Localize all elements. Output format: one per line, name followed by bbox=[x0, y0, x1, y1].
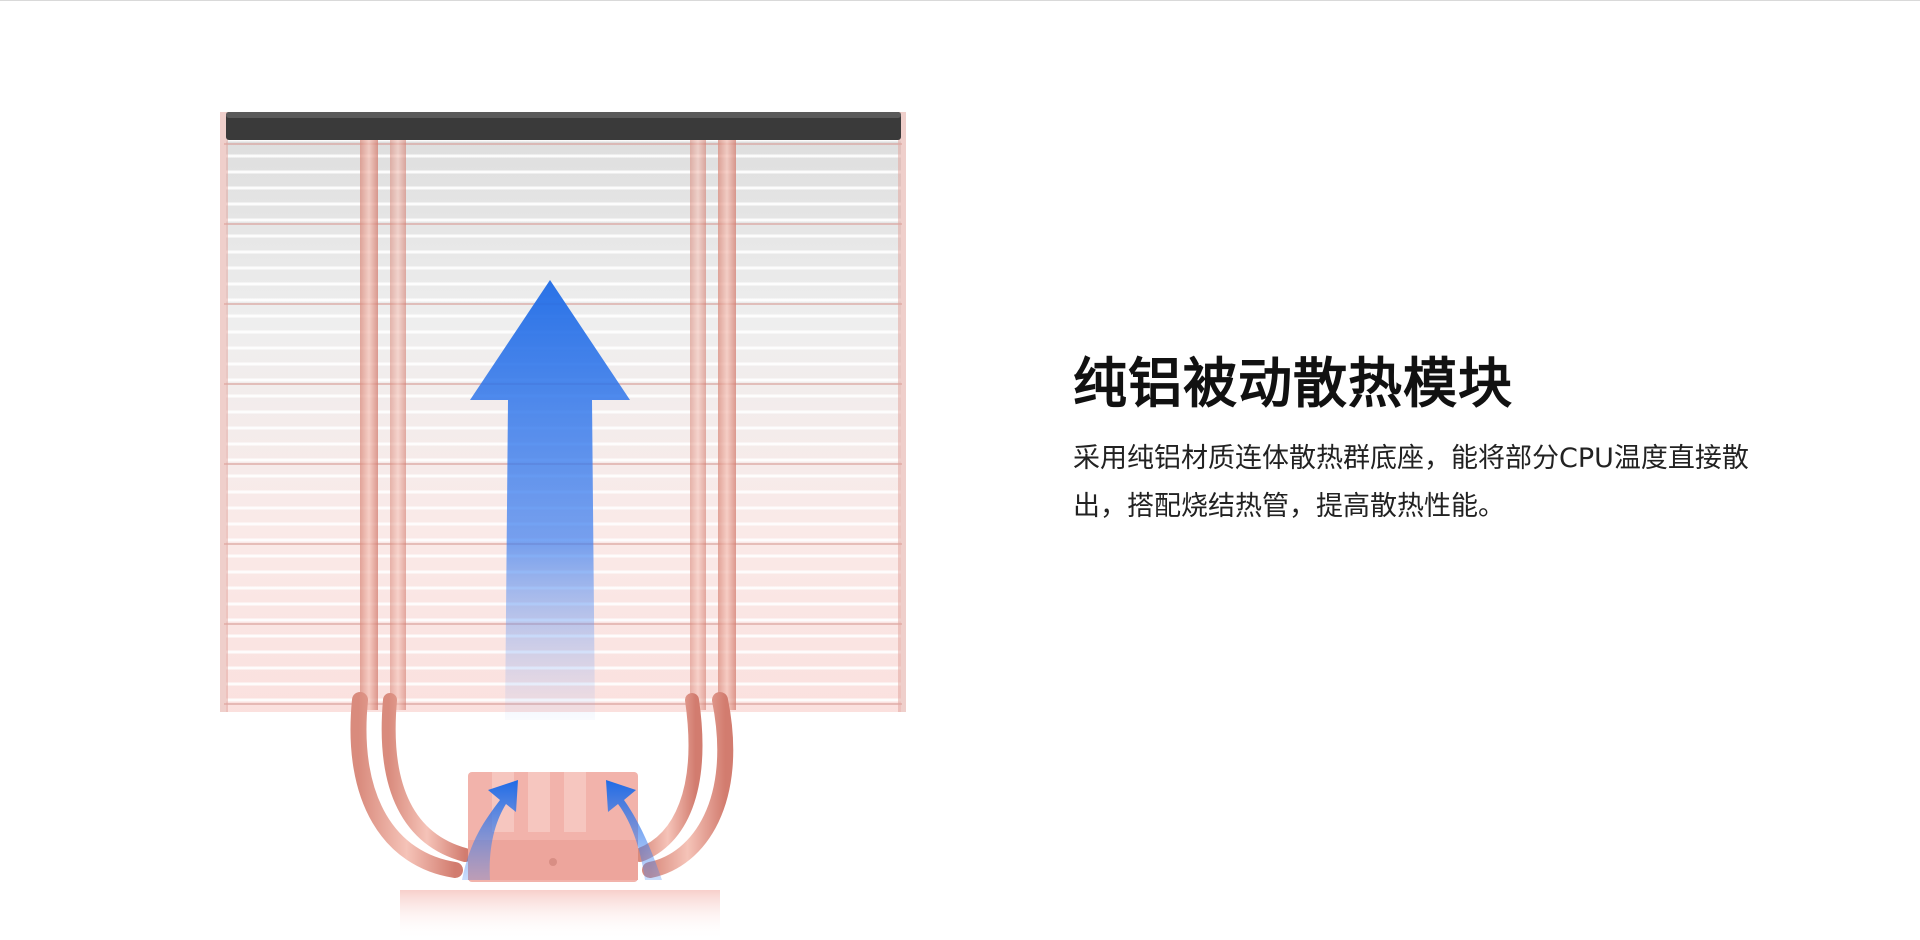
airflow-arrow-right bbox=[606, 780, 662, 880]
heatsink-illustration bbox=[200, 100, 940, 940]
airflow-arrow-left bbox=[462, 780, 518, 880]
airflow-arrow-large bbox=[470, 280, 630, 720]
heatpipes-curved bbox=[350, 692, 734, 878]
feature-text: 纯铝被动散热模块 采用纯铝材质连体散热群底座，能将部分CPU温度直接散出，搭配烧… bbox=[1073, 345, 1833, 531]
feature-heading: 纯铝被动散热模块 bbox=[1073, 352, 1513, 415]
top-cap bbox=[226, 112, 901, 140]
feature-description: 采用纯铝材质连体散热群底座，能将部分CPU温度直接散出，搭配烧结热管，提高散热性… bbox=[1073, 443, 1749, 522]
right-fin-edge bbox=[898, 112, 906, 712]
top-cap-highlight bbox=[226, 112, 901, 118]
heatsink-graphic bbox=[220, 112, 906, 940]
left-fin-edge bbox=[220, 112, 228, 712]
reflection bbox=[400, 890, 720, 940]
heatpipes-vertical bbox=[360, 120, 736, 710]
top-divider bbox=[0, 0, 1920, 1]
